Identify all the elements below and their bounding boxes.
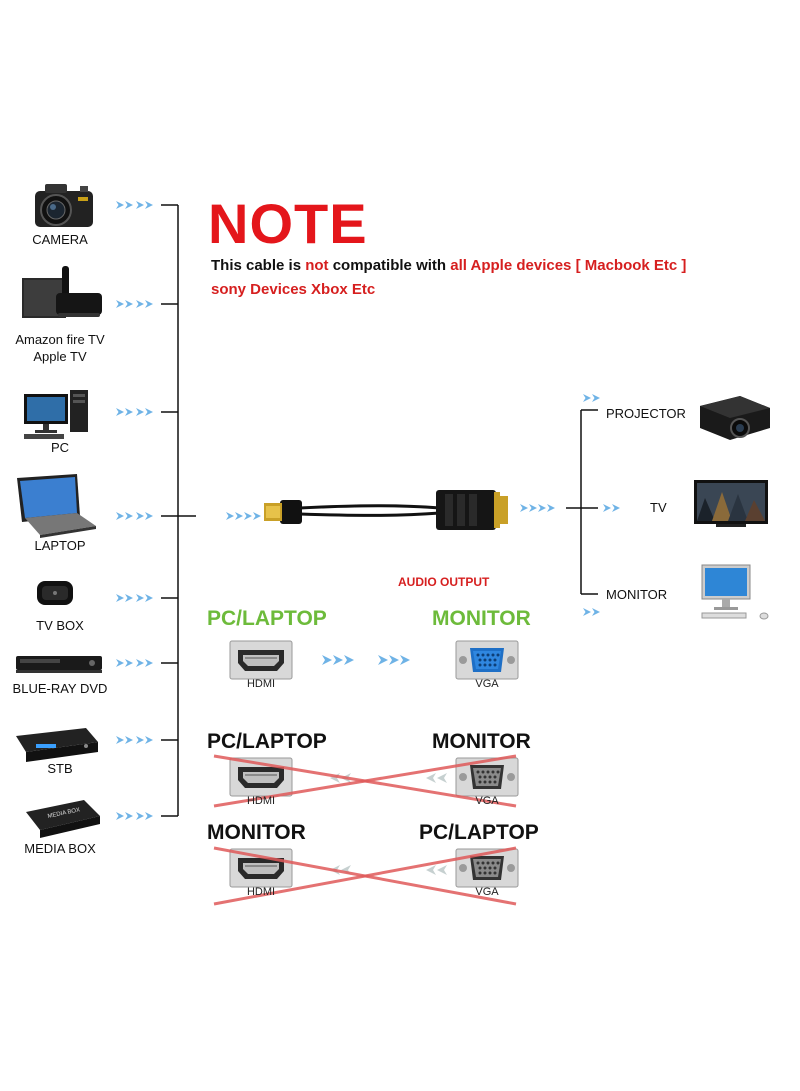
invalid2-left-title: MONITOR [207,821,306,844]
hdmi-port-icon [229,640,293,680]
invalid-direction-example-1 [213,754,519,808]
note-text-4: all Apple devices [ Macbook Etc ] [450,257,687,274]
source-bracket [161,204,196,817]
invalid2-right-port: VGA [475,886,499,898]
output-label-monitor: MONITOR [606,587,668,602]
source-label-pc: PC [50,440,70,455]
invalid1-left-port: HDMI [246,795,276,807]
note-text-2: not [305,257,329,274]
note-text-1: This cable is [211,257,306,274]
source-label-blu-ray: BLUE-RAY DVD [12,681,108,696]
projector-icon [700,396,770,440]
vga-port-icon [455,640,519,680]
source-label-stb: STB [47,761,73,776]
source-label-fire-tv: Amazon fire TV [15,332,105,347]
audio-output-label: AUDIO OUTPUT [398,575,490,589]
output-bracket [566,409,598,595]
note-title: NOTE [208,192,368,255]
hdmi-port-icon [229,848,293,888]
valid-from-title: PC/LAPTOP [207,607,327,630]
dvd-player-icon [16,656,102,673]
camera-icon [35,184,93,227]
desktop-pc-icon [24,390,88,439]
invalid1-right-port: VGA [475,795,499,807]
source-label-media-box: MEDIA BOX [24,841,96,856]
flat-tv-icon [694,480,768,527]
laptop-icon [17,474,96,538]
media-box-icon: MEDIA BOX [26,800,100,838]
note-text-3: compatible with [328,257,451,274]
set-top-box-icon [16,728,98,762]
invalid1-right-title: MONITOR [432,730,531,753]
invalid1-left-title: PC/LAPTOP [207,730,327,753]
output-label-projector: PROJECTOR [606,406,686,421]
monitor-icon [701,564,769,620]
media-player-icon [37,581,73,605]
tv-box-icon [22,266,102,318]
invalid2-right-title: PC/LAPTOP [419,821,539,844]
source-label-camera: CAMERA [32,232,88,247]
valid-from-port: HDMI [246,678,276,690]
invalid-direction-example-2 [213,846,519,906]
source-label-apple-tv: Apple TV [33,349,87,364]
output-label-tv: TV [650,500,667,515]
source-label-tv-box: TV BOX [36,618,84,633]
note-line-2: sony Devices Xbox Etc [211,281,376,298]
valid-to-port: VGA [475,678,499,690]
valid-direction-example [229,640,519,680]
hdmi-to-vga-cable [264,490,508,530]
note-line-1: This cable is not compatible with all Ap… [211,257,686,274]
invalid2-left-port: HDMI [246,886,276,898]
source-label-laptop: LAPTOP [34,538,86,553]
valid-to-title: MONITOR [432,607,531,630]
